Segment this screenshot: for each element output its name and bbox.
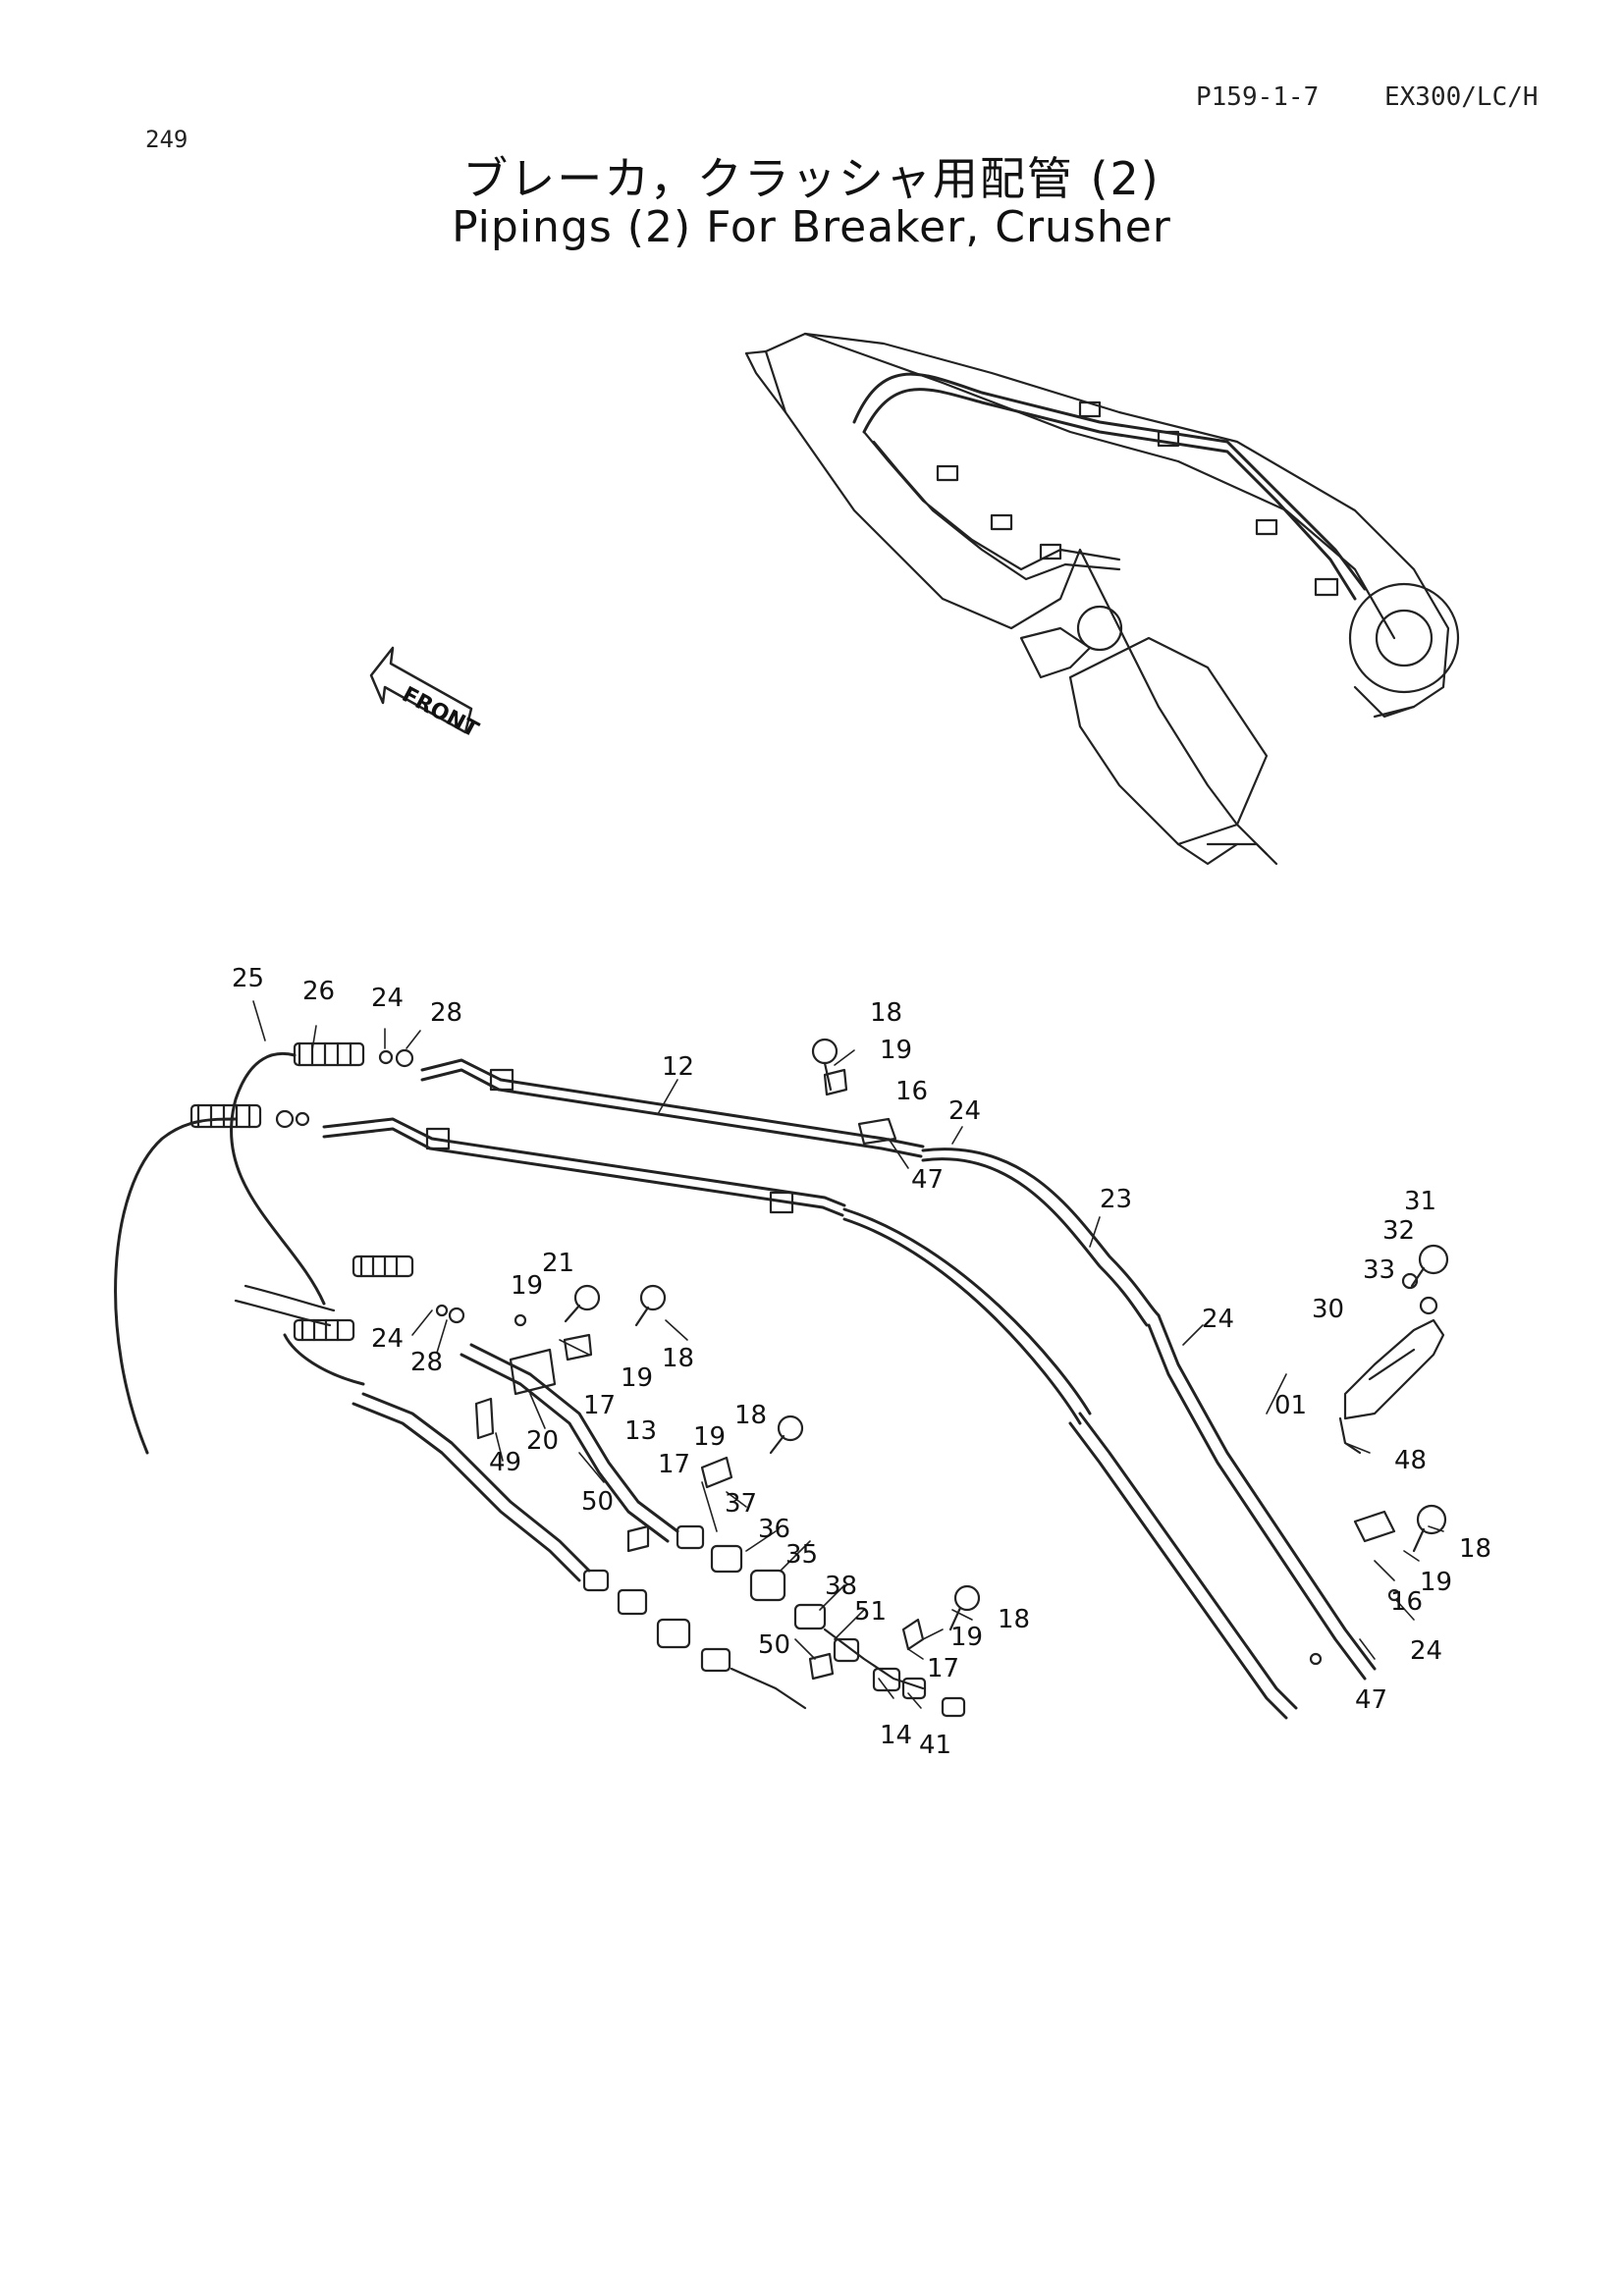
callout-13: 13 [624,1416,657,1446]
callout-47: 47 [1355,1685,1387,1715]
callout-24: 24 [948,1096,981,1126]
model-code: EX300/LC/H [1384,82,1539,112]
callout-51: 51 [854,1597,887,1627]
callout-24: 24 [1202,1305,1234,1334]
callout-14: 14 [880,1721,912,1750]
callout-16: 16 [1390,1587,1423,1617]
callout-labels: 25 26 24 28 12 18 19 16 24 47 23 31 32 3… [232,964,1491,1760]
callout-24: 24 [371,984,404,1013]
callout-leaders [252,1000,1444,1709]
callout-19: 19 [950,1623,983,1652]
page-code: P159-1-7 [1196,82,1320,112]
callout-26: 26 [302,977,335,1006]
callout-48: 48 [1394,1446,1427,1475]
callout-18: 18 [998,1605,1030,1634]
callout-18: 18 [734,1401,767,1430]
callout-12: 12 [662,1052,694,1082]
title-english: Pipings (2) For Breaker, Crusher [452,202,1171,252]
callout-36: 36 [758,1515,790,1544]
pipe-assemblies [114,1038,1449,1720]
callout-24: 24 [371,1324,404,1354]
callout-16: 16 [895,1077,928,1106]
callout-30: 30 [1312,1295,1344,1324]
callout-19: 19 [880,1036,912,1065]
callout-32: 32 [1382,1216,1415,1246]
callout-50: 50 [581,1487,614,1517]
callout-28: 28 [430,998,462,1028]
callout-18: 18 [1459,1534,1491,1564]
callout-49: 49 [489,1448,521,1477]
callout-38: 38 [825,1572,857,1601]
callout-17: 17 [583,1391,616,1420]
callout-35: 35 [785,1540,818,1570]
callout-24: 24 [1410,1636,1442,1666]
callout-01: 01 [1274,1391,1307,1420]
callout-50: 50 [758,1630,790,1660]
title-japanese: ブレーカ，クラッシャ用配管 (2) [462,152,1161,205]
callout-23: 23 [1100,1185,1132,1214]
callout-17: 17 [658,1450,690,1479]
callout-28: 28 [410,1348,443,1377]
page-number: 249 [145,126,189,153]
callout-19: 19 [693,1422,726,1452]
front-direction-arrow [369,646,473,734]
callout-41: 41 [919,1731,951,1760]
callout-18: 18 [870,998,902,1028]
callout-17: 17 [927,1654,959,1683]
callout-20: 20 [526,1426,559,1456]
callout-19: 19 [621,1363,653,1393]
callout-31: 31 [1404,1187,1436,1216]
callout-25: 25 [232,964,264,993]
callout-33: 33 [1363,1255,1395,1285]
callout-37: 37 [725,1489,757,1519]
callout-19: 19 [1420,1568,1452,1597]
callout-18: 18 [662,1344,694,1373]
overview-illustration [744,332,1460,866]
callout-21: 21 [542,1249,574,1278]
callout-19: 19 [511,1271,543,1301]
callout-47: 47 [911,1165,944,1195]
